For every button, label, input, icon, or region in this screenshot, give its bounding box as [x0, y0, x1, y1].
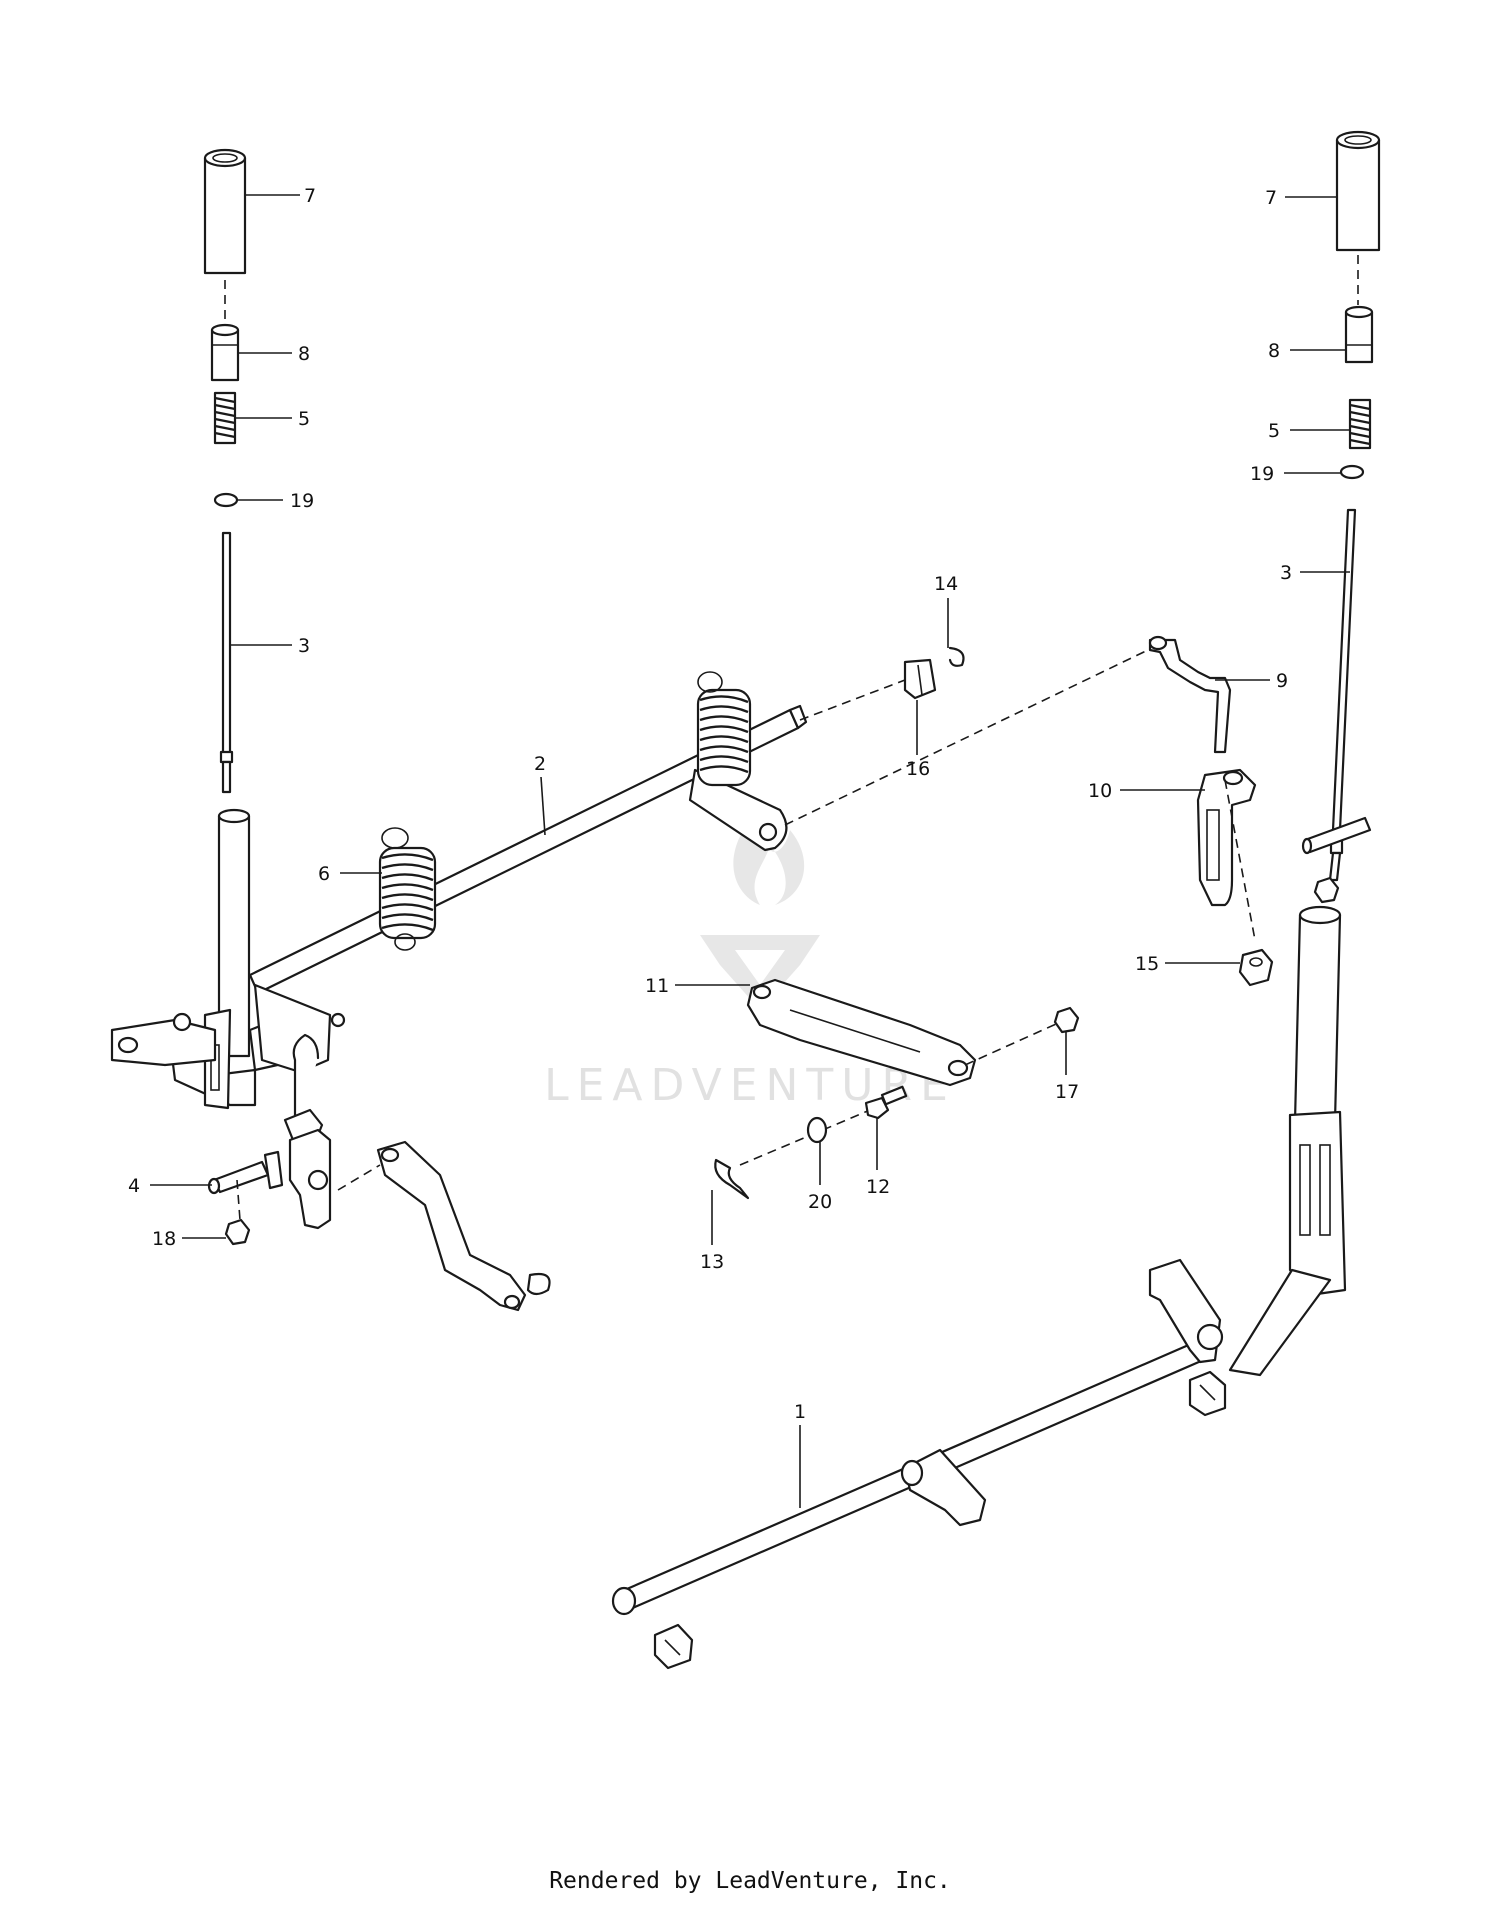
large-spring-right — [696, 671, 752, 787]
right-lever-tube — [1228, 905, 1347, 1377]
upper-shaft-assembly — [248, 671, 808, 1074]
callout-3-right: 3 — [1280, 562, 1292, 584]
left-washer — [213, 492, 239, 508]
callout-13: 13 — [700, 1251, 724, 1273]
callout-19-right: 19 — [1250, 463, 1274, 485]
left-lock-nut — [224, 1218, 251, 1246]
left-bushing — [210, 323, 240, 382]
callout-8-left: 8 — [298, 343, 310, 365]
callout-18: 18 — [152, 1228, 176, 1250]
callout-3-left: 3 — [298, 635, 310, 657]
retaining-clip — [948, 646, 965, 667]
lift-plate — [1196, 768, 1257, 907]
left-small-spring — [213, 391, 237, 445]
bent-link-rod — [1148, 635, 1232, 754]
cotter-pin — [714, 1158, 750, 1200]
callout-4: 4 — [128, 1175, 140, 1197]
callout-6: 6 — [318, 863, 330, 885]
watermark-logo: LEADVENTURE — [544, 820, 948, 1111]
callout-8-right: 8 — [1268, 340, 1280, 362]
shaft-end-bushing-left — [653, 1623, 694, 1670]
small-nut — [1053, 1006, 1080, 1034]
callout-12: 12 — [866, 1176, 890, 1198]
callout-5-right: 5 — [1268, 420, 1280, 442]
callout-labels: 7 8 5 19 3 4 18 6 2 14 16 9 10 15 11 17 … — [128, 185, 1292, 1423]
callout-2: 2 — [534, 753, 546, 775]
callout-9: 9 — [1276, 670, 1288, 692]
left-control-arm — [337, 1140, 551, 1312]
right-pivot-pin — [1301, 816, 1372, 855]
callout-1: 1 — [794, 1401, 806, 1423]
left-grip — [203, 148, 247, 275]
left-lower-linkage — [207, 1033, 332, 1230]
callout-10: 10 — [1088, 780, 1112, 802]
callout-17: 17 — [1055, 1081, 1079, 1103]
callout-leaders — [150, 194, 1350, 1508]
right-lever-assembly — [1228, 130, 1381, 1377]
right-nut — [1313, 876, 1340, 904]
callout-7-left: 7 — [304, 185, 316, 207]
flat-washer — [806, 1116, 828, 1144]
left-control-rod — [219, 531, 234, 794]
right-bushing — [1344, 305, 1374, 364]
lower-cross-shaft — [611, 1258, 1227, 1670]
shaft-end-bushing-right — [1188, 1370, 1227, 1417]
deck-link — [746, 978, 977, 1087]
right-washer — [1339, 464, 1365, 480]
large-spring-left — [378, 827, 437, 951]
callout-5-left: 5 — [298, 408, 310, 430]
hex-nut-large — [1238, 948, 1274, 987]
callout-11: 11 — [645, 975, 669, 997]
callout-20: 20 — [808, 1191, 832, 1213]
callout-15: 15 — [1135, 953, 1159, 975]
right-grip — [1335, 130, 1381, 252]
callout-14: 14 — [934, 573, 958, 595]
callout-7-right: 7 — [1265, 187, 1277, 209]
callout-19-left: 19 — [290, 490, 314, 512]
callout-16: 16 — [906, 758, 930, 780]
clevis-pin — [864, 1085, 908, 1120]
right-small-spring — [1348, 398, 1372, 450]
footer-credit: Rendered by LeadVenture, Inc. — [549, 1868, 951, 1894]
shaft-bushing — [903, 658, 937, 700]
